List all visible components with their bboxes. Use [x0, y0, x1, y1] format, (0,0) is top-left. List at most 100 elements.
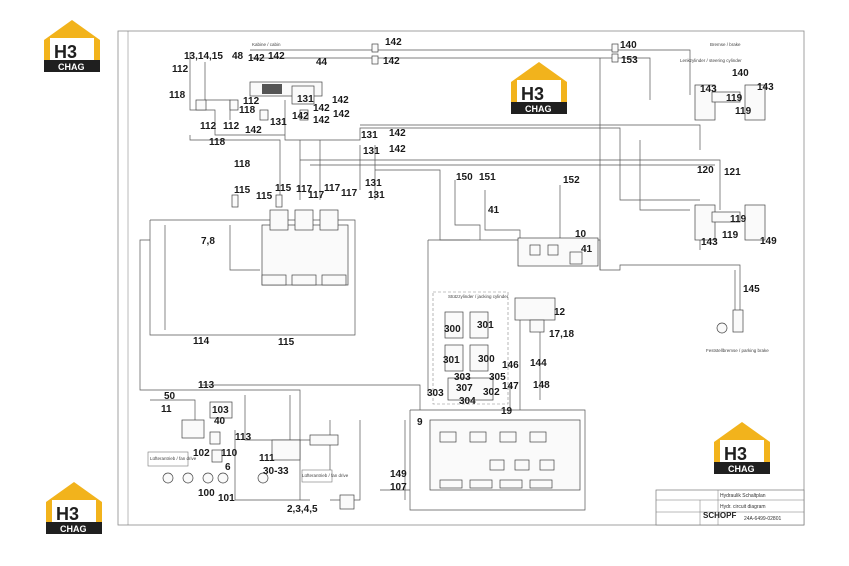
svg-text:H3: H3	[724, 444, 747, 464]
callout-label: 120	[697, 165, 714, 176]
callout-label: 117	[296, 184, 313, 195]
callout-label: 148	[533, 380, 550, 391]
callout-label: 119	[735, 106, 752, 117]
callout-label: 41	[488, 205, 500, 216]
callout-label: 119	[730, 214, 747, 225]
callout-label: 117	[324, 183, 341, 194]
callout-label: 143	[757, 82, 774, 93]
callout-label: 111	[259, 453, 275, 464]
callout-label: 17,18	[549, 329, 574, 340]
svg-text:H3: H3	[521, 84, 544, 104]
callout-label: 114	[193, 336, 210, 347]
callout-label: 115	[256, 191, 273, 202]
callout-label: 119	[726, 93, 743, 104]
callout-label: 107	[390, 482, 407, 493]
callout-label: 113	[235, 432, 252, 443]
callout-label: 142	[385, 37, 402, 48]
callout-label: 152	[563, 175, 580, 186]
callout-label: 11	[161, 404, 172, 415]
callout-label: 140	[620, 40, 637, 51]
callout-label: 142	[383, 56, 400, 67]
callout-label: 142	[292, 111, 309, 122]
callout-label: 149	[760, 236, 777, 247]
callout-label: 50	[164, 391, 176, 402]
brand-name: SCHOPF	[703, 511, 736, 520]
callout-label: 118	[209, 137, 226, 148]
callout-label: 303	[454, 372, 471, 383]
callout-label: 44	[316, 57, 328, 68]
callout-label: 10	[575, 229, 587, 240]
watermark-logo: H3 CHAG	[714, 422, 770, 474]
callout-label: 301	[477, 320, 494, 331]
callout-label: 48	[232, 51, 244, 62]
zone-label-cabin: Kabine / cabin	[252, 42, 281, 47]
callout-label: 142	[245, 125, 262, 136]
callout-label: 103	[212, 405, 229, 416]
callout-label: 142	[332, 95, 349, 106]
callout-label: 112	[200, 121, 217, 132]
callout-label: 117	[341, 188, 358, 199]
callout-label: 131	[270, 117, 287, 128]
component-callouts: 13,14,15 48 142 142 44 142 142 112 118 1…	[161, 37, 777, 515]
callout-label: 131	[361, 130, 378, 141]
callout-label: 118	[169, 90, 186, 101]
zone-label-jacking: Stützzylinder / jacking cylinder	[448, 294, 509, 299]
callout-label: 142	[248, 53, 265, 64]
callout-label: 110	[221, 448, 238, 459]
callout-label: 112	[223, 121, 240, 132]
zone-label-brake: Bremse / brake	[710, 42, 741, 47]
callout-label: 147	[502, 381, 519, 392]
title-block: Hydraulik Schaltplan Hydr. circuit diagr…	[655, 489, 805, 526]
callout-label: 118	[239, 105, 256, 116]
callout-label: 142	[333, 109, 350, 120]
callout-label: 19	[501, 406, 513, 417]
callout-label: 302	[483, 387, 500, 398]
callout-label: 115	[275, 183, 292, 194]
callout-label: 143	[700, 84, 717, 95]
watermark-logo: H3 CHAG	[46, 482, 102, 534]
title-en: Hydr. circuit diagram	[720, 504, 766, 510]
callout-label: 119	[722, 230, 739, 241]
callout-label: 30-33	[263, 466, 289, 477]
callout-label: 305	[489, 372, 506, 383]
callout-label: 101	[218, 493, 235, 504]
callout-label: 307	[456, 383, 473, 394]
callout-label: 150	[456, 172, 473, 183]
callout-label: 149	[390, 469, 407, 480]
callout-label: 41	[581, 244, 593, 255]
callout-label: 9	[417, 417, 423, 428]
callout-label: 142	[313, 115, 330, 126]
callout-label: 2,3,4,5	[287, 504, 318, 515]
callout-label: 146	[502, 360, 519, 371]
zone-label-fan-drive-right: Lüfterantrieb / fan drive	[302, 473, 349, 478]
svg-text:CHAG: CHAG	[60, 524, 87, 534]
callout-label: 142	[268, 51, 285, 62]
callout-label: 151	[479, 172, 496, 183]
callout-label: 153	[621, 55, 638, 66]
zone-label-fan-drive-left: Lüfterantrieb / fan drive	[150, 456, 197, 461]
callout-label: 143	[701, 237, 718, 248]
callout-label: 142	[313, 103, 330, 114]
callout-label: 131	[297, 94, 314, 105]
title-de: Hydraulik Schaltplan	[720, 493, 766, 499]
callout-label: 112	[243, 96, 260, 107]
callout-label: 115	[234, 185, 251, 196]
callout-label: 303	[427, 388, 444, 399]
callout-label: 40	[214, 416, 226, 427]
callout-label: 131	[368, 190, 385, 201]
svg-text:CHAG: CHAG	[525, 104, 552, 114]
callout-label: 140	[732, 68, 749, 79]
callout-label: 6	[225, 462, 231, 473]
callout-label: 145	[743, 284, 760, 295]
svg-text:H3: H3	[54, 42, 77, 62]
callout-label: 115	[278, 337, 295, 348]
callout-label: 117	[308, 190, 325, 201]
watermark-logo: H3 CHAG	[44, 20, 100, 72]
callout-label: 131	[365, 178, 382, 189]
callout-label: 102	[193, 448, 210, 459]
zone-label-steering: Lenkzylinder / steering cylinder	[680, 58, 742, 63]
callout-label: 13,14,15	[184, 51, 223, 62]
callout-label: 7,8	[201, 236, 215, 247]
components	[147, 43, 766, 510]
svg-text:H3: H3	[56, 504, 79, 524]
